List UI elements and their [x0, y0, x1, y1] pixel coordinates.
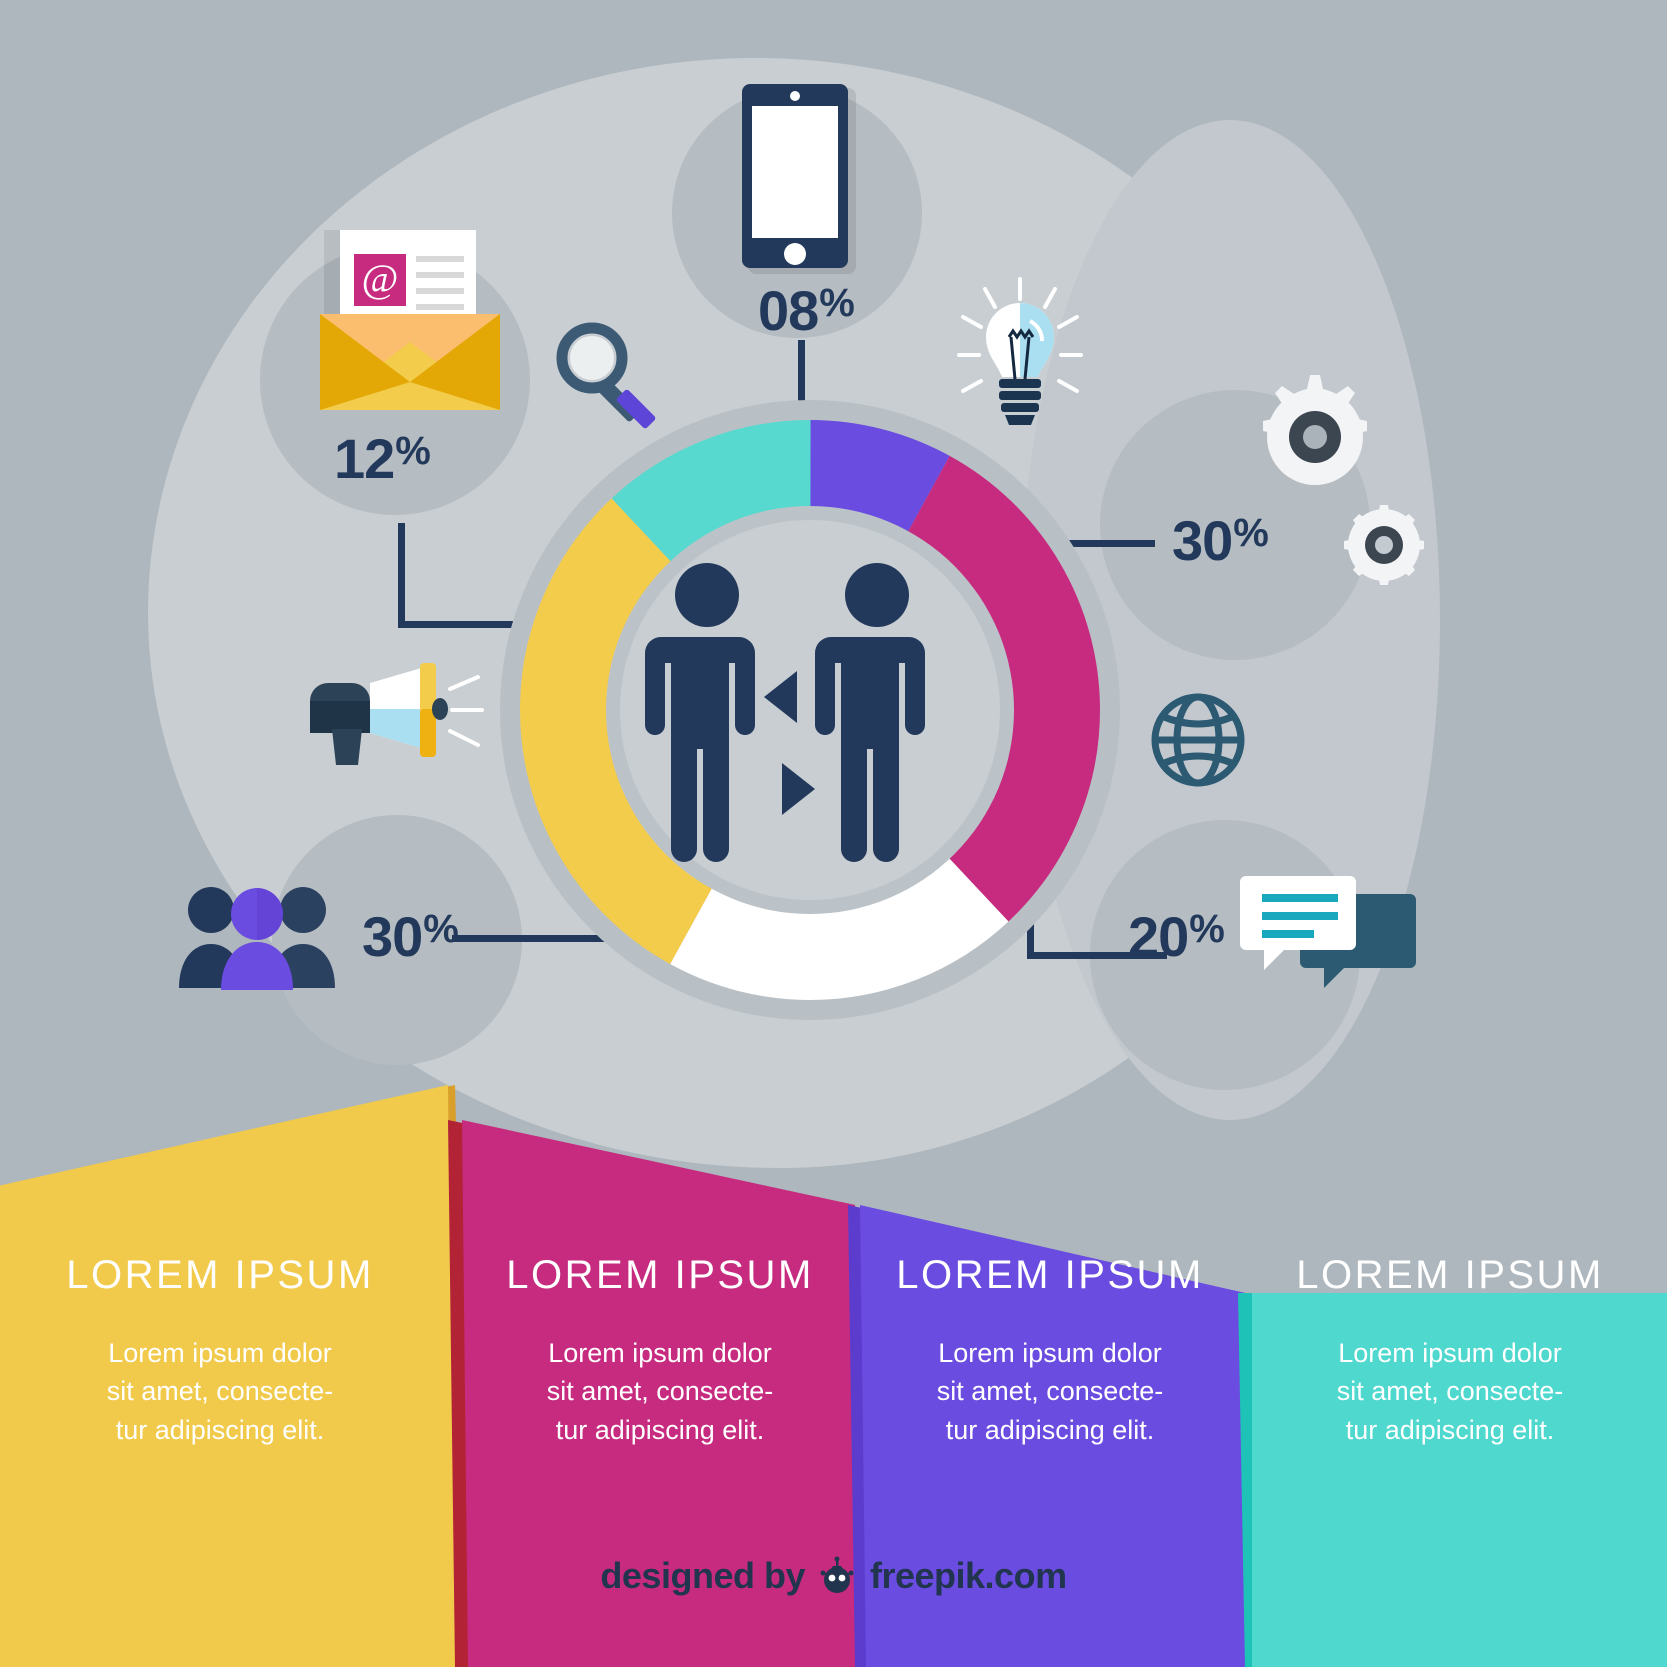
panel-3-text: LOREM IPSUM Lorem ipsum dolor sit amet, … — [855, 1253, 1245, 1449]
callout-value-chat: 20% — [1128, 905, 1225, 968]
panel-4-text: LOREM IPSUM Lorem ipsum dolor sit amet, … — [1250, 1253, 1650, 1449]
triangle-left-icon — [764, 671, 797, 723]
lightbulb-icon[interactable] — [955, 275, 1085, 440]
panel-4-shape — [1238, 1293, 1667, 1667]
panel-1-text: LOREM IPSUM Lorem ipsum dolor sit amet, … — [0, 1253, 440, 1449]
magnifier-icon[interactable] — [548, 318, 668, 429]
panel-2-text: LOREM IPSUM Lorem ipsum dolor sit amet, … — [460, 1253, 860, 1449]
panel-4-body: Lorem ipsum dolor sit amet, consecte- tu… — [1336, 1338, 1564, 1445]
connector-line-email-vertical — [398, 523, 405, 628]
panel-2-body: Lorem ipsum dolor sit amet, consecte- tu… — [546, 1338, 774, 1445]
callout-value-mobile: 08% — [758, 279, 855, 342]
callout-value-gears: 30% — [1172, 509, 1269, 572]
segment-email-12 — [520, 420, 1100, 1000]
panel-1-title: LOREM IPSUM — [66, 1253, 374, 1297]
panel-3-shape — [848, 1205, 1252, 1667]
chat-bubbles-icon[interactable] — [1240, 860, 1420, 1010]
connector-line-email-horizontal — [398, 621, 553, 628]
connector-line-chat-horizontal — [1027, 952, 1167, 959]
globe-icon[interactable] — [1148, 690, 1248, 790]
callout-value-people: 30% — [362, 905, 459, 968]
connector-line-mobile — [798, 340, 805, 440]
person-icon — [815, 563, 925, 862]
panel-1-body: Lorem ipsum dolor sit amet, consecte- tu… — [106, 1338, 334, 1445]
connector-line-gears — [1020, 540, 1155, 547]
svg-text:@: @ — [362, 256, 399, 301]
center-people-icons — [645, 563, 925, 862]
panel-2[interactable]: LOREM IPSUM Lorem ipsum dolor sit amet, … — [0, 1075, 1667, 1667]
connector-line-people-horizontal — [452, 935, 607, 942]
segment-people-30 — [520, 420, 1100, 1000]
gears-icon[interactable] — [1230, 365, 1440, 615]
panel-3-body: Lorem ipsum dolor sit amet, consecte- tu… — [936, 1338, 1164, 1445]
panel-4-title: LOREM IPSUM — [1296, 1253, 1604, 1297]
panel-2-shape — [448, 1120, 865, 1667]
panel-strip: LOREM IPSUM Lorem ipsum dolor sit amet, … — [0, 1075, 1667, 1667]
donut-segments — [520, 420, 1100, 1000]
panel-2-title: LOREM IPSUM — [506, 1253, 814, 1297]
megaphone-icon[interactable] — [300, 655, 485, 780]
footer-prefix: designed by — [600, 1555, 805, 1596]
panel-1-shape — [0, 1085, 470, 1667]
connector-line-chat-vertical — [1027, 912, 1034, 959]
smartphone-icon[interactable] — [740, 82, 860, 277]
panel-3-title: LOREM IPSUM — [896, 1253, 1204, 1297]
segment-gears-30 — [520, 420, 1100, 1000]
freepik-attribution[interactable]: designed by freepik.com — [0, 1555, 1667, 1597]
footer-suffix: freepik.com — [870, 1555, 1067, 1596]
segment-chat-20 — [520, 420, 1100, 1000]
person-silhouette-highlight — [221, 888, 293, 990]
freepik-logo-icon — [818, 1556, 856, 1594]
triangle-right-icon — [782, 763, 815, 815]
email-envelope-icon[interactable]: @ — [312, 222, 512, 432]
person-icon — [645, 563, 755, 862]
people-group-icon[interactable] — [175, 880, 355, 990]
panel-3[interactable]: LOREM IPSUM Lorem ipsum dolor sit amet, … — [0, 1075, 1667, 1667]
callout-value-email: 12% — [334, 427, 431, 490]
panel-4[interactable]: LOREM IPSUM Lorem ipsum dolor sit amet, … — [0, 1075, 1667, 1667]
donut-chart[interactable] — [500, 400, 1120, 1020]
panel-1[interactable]: LOREM IPSUM Lorem ipsum dolor sit amet, … — [0, 1075, 1667, 1667]
